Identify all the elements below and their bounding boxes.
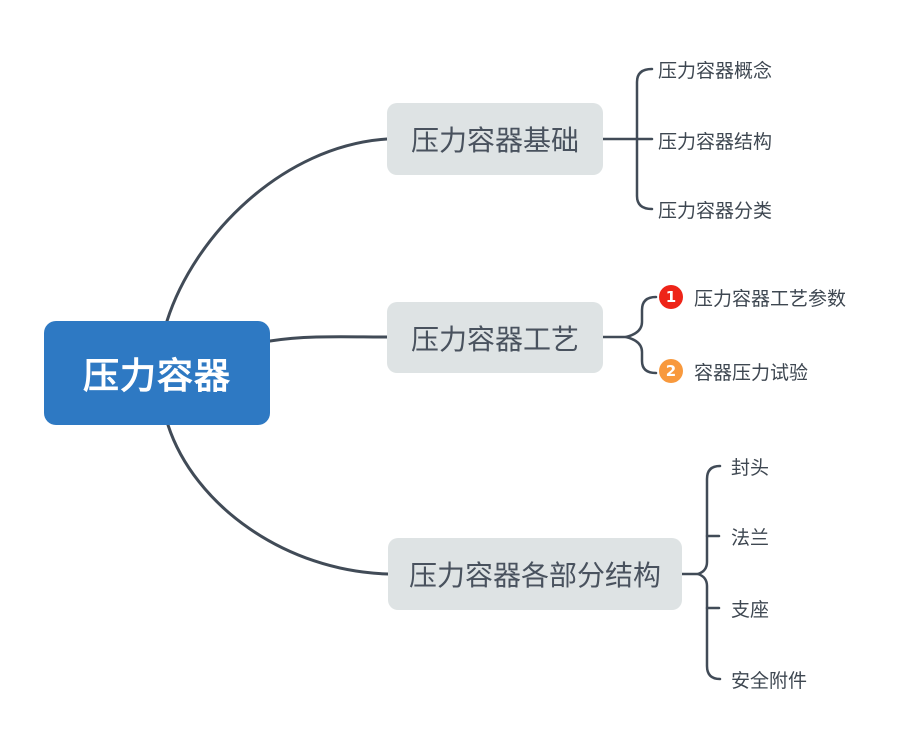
priority-2-badge-icon[interactable]: 2 xyxy=(659,359,683,383)
branch-node-label: 压力容器各部分结构 xyxy=(408,559,661,592)
leaf-label: 容器压力试验 xyxy=(694,361,809,384)
leaf-node-heads[interactable]: 封头 xyxy=(731,451,769,481)
leaf-node-structure[interactable]: 压力容器结构 xyxy=(658,125,772,155)
root-node-label: 压力容器 xyxy=(82,356,231,397)
leaf-node-safety-accessories[interactable]: 安全附件 xyxy=(731,664,807,694)
branch-node-label: 压力容器基础 xyxy=(410,124,579,157)
branch-node-process[interactable]: 压力容器工艺 xyxy=(387,302,603,373)
connector-root-to-branch-1 xyxy=(165,137,389,323)
root-node[interactable]: 压力容器 xyxy=(44,321,270,425)
branch-node-label: 压力容器工艺 xyxy=(410,322,579,356)
leaf-node-classification[interactable]: 压力容器分类 xyxy=(658,194,772,224)
leaf-node-concept[interactable]: 压力容器概念 xyxy=(658,54,772,84)
connector-root-to-branch-3 xyxy=(166,423,390,576)
leaf-node-process-parameters[interactable]: 1 压力容器工艺参数 xyxy=(659,282,846,312)
leaf-label: 封头 xyxy=(731,456,770,479)
leaf-label: 压力容器工艺参数 xyxy=(694,287,847,310)
leaf-label: 压力容器概念 xyxy=(658,59,773,82)
leaf-node-flange[interactable]: 法兰 xyxy=(731,521,769,551)
leaf-label: 压力容器分类 xyxy=(658,199,773,222)
leaf-node-pressure-test[interactable]: 2 容器压力试验 xyxy=(659,356,808,386)
branch-node-basics[interactable]: 压力容器基础 xyxy=(387,103,603,175)
bracket-branch-2 xyxy=(624,295,658,375)
leaf-label: 压力容器结构 xyxy=(658,130,773,153)
priority-1-badge-icon[interactable]: 1 xyxy=(659,285,683,309)
branch-node-part-structures[interactable]: 压力容器各部分结构 xyxy=(388,538,682,610)
connector-root-to-branch-2 xyxy=(268,335,389,343)
leaf-label: 法兰 xyxy=(731,526,770,549)
leaf-node-support[interactable]: 支座 xyxy=(731,593,769,623)
leaf-label: 安全附件 xyxy=(731,669,808,692)
bracket-branch-3 xyxy=(696,464,722,681)
leaf-label: 支座 xyxy=(731,598,770,621)
